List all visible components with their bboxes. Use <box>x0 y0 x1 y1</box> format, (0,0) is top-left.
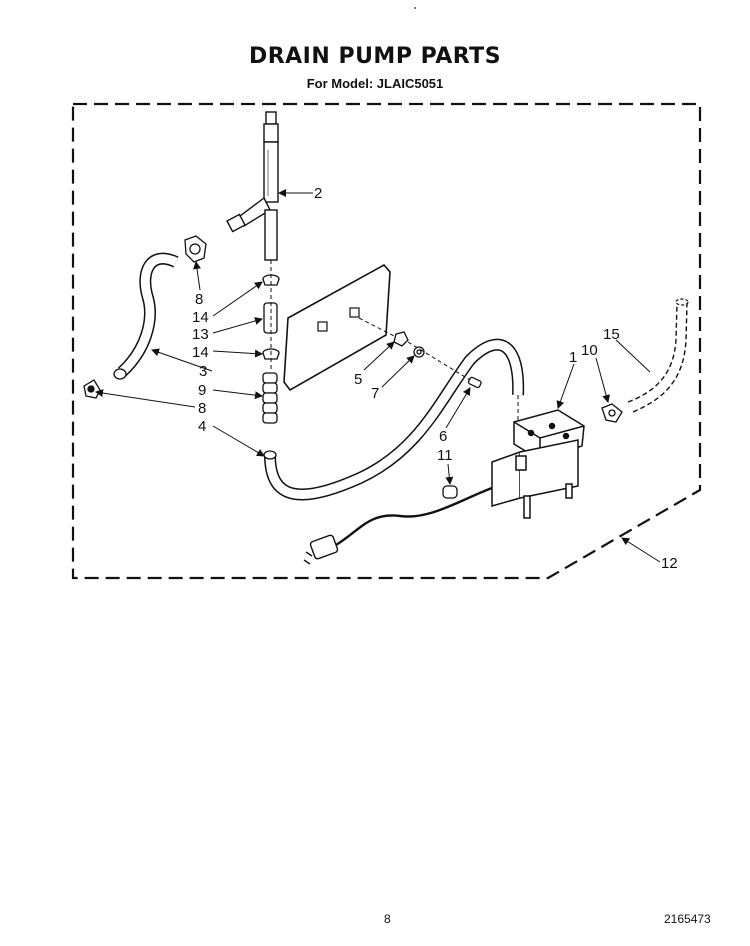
standpipe <box>226 111 279 261</box>
callout-7: 7 <box>371 385 379 402</box>
kit-boundary <box>71 102 702 580</box>
mounting-panel <box>283 263 391 392</box>
document-number: 2165473 <box>664 912 711 926</box>
pump-body <box>491 409 585 519</box>
callout-12: 12 <box>661 555 678 572</box>
callout-8-lower: 8 <box>198 400 206 417</box>
power-cord <box>335 486 493 547</box>
callout-15: 15 <box>603 326 620 343</box>
callout-4: 4 <box>198 418 206 435</box>
callout-5: 5 <box>354 371 362 388</box>
callout-13: 13 <box>192 326 209 343</box>
hose-15 <box>627 302 678 403</box>
hardware <box>393 331 482 499</box>
leader-lines <box>95 189 661 563</box>
page-title: DRAIN PUMP PARTS <box>248 44 502 69</box>
callout-2: 2 <box>314 185 322 202</box>
callout-6: 6 <box>439 428 447 445</box>
callout-14-lower: 14 <box>192 344 209 361</box>
callout-3: 3 <box>199 363 207 380</box>
model-subtitle: For Model: JLAIC5051 <box>306 76 444 91</box>
clamp-10 <box>601 403 623 423</box>
callout-11: 11 <box>437 447 453 464</box>
page-number: 8 <box>384 912 391 926</box>
callout-14-upper: 14 <box>192 309 209 326</box>
callout-1: 1 <box>569 349 577 366</box>
plug <box>303 534 339 565</box>
clamp-lower <box>83 379 101 399</box>
callout-10: 10 <box>581 342 598 359</box>
top-mark <box>414 7 416 9</box>
callout-9: 9 <box>198 382 206 399</box>
callout-8-upper: 8 <box>195 291 203 308</box>
clamp-upper <box>184 235 207 263</box>
